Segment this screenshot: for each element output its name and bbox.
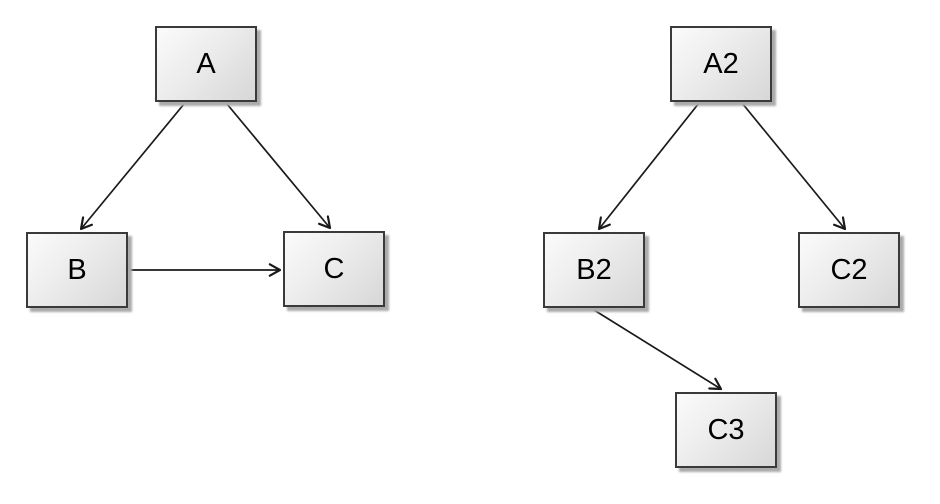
node-C2[interactable]: C2 — [798, 232, 900, 308]
node-A2[interactable]: A2 — [670, 26, 772, 102]
edge-A2-to-C2 — [741, 102, 847, 231]
edge-B2-to-C3 — [593, 309, 723, 391]
node-C[interactable]: C — [283, 231, 385, 307]
node-B-label: B — [67, 253, 87, 286]
node-B2[interactable]: B2 — [543, 232, 645, 308]
node-A[interactable]: A — [155, 26, 257, 102]
node-A2-label: A2 — [703, 47, 739, 80]
node-C-label: C — [323, 252, 345, 285]
node-B[interactable]: B — [26, 232, 128, 308]
node-A-label: A — [196, 47, 216, 80]
edge-A2-to-B2 — [597, 102, 700, 231]
node-C3[interactable]: C3 — [675, 392, 777, 468]
node-B2-label: B2 — [576, 253, 612, 286]
node-C2-label: C2 — [830, 253, 868, 286]
edge-A-to-B — [79, 103, 185, 231]
node-C3-label: C3 — [707, 413, 745, 446]
edge-A-to-C — [226, 103, 332, 230]
